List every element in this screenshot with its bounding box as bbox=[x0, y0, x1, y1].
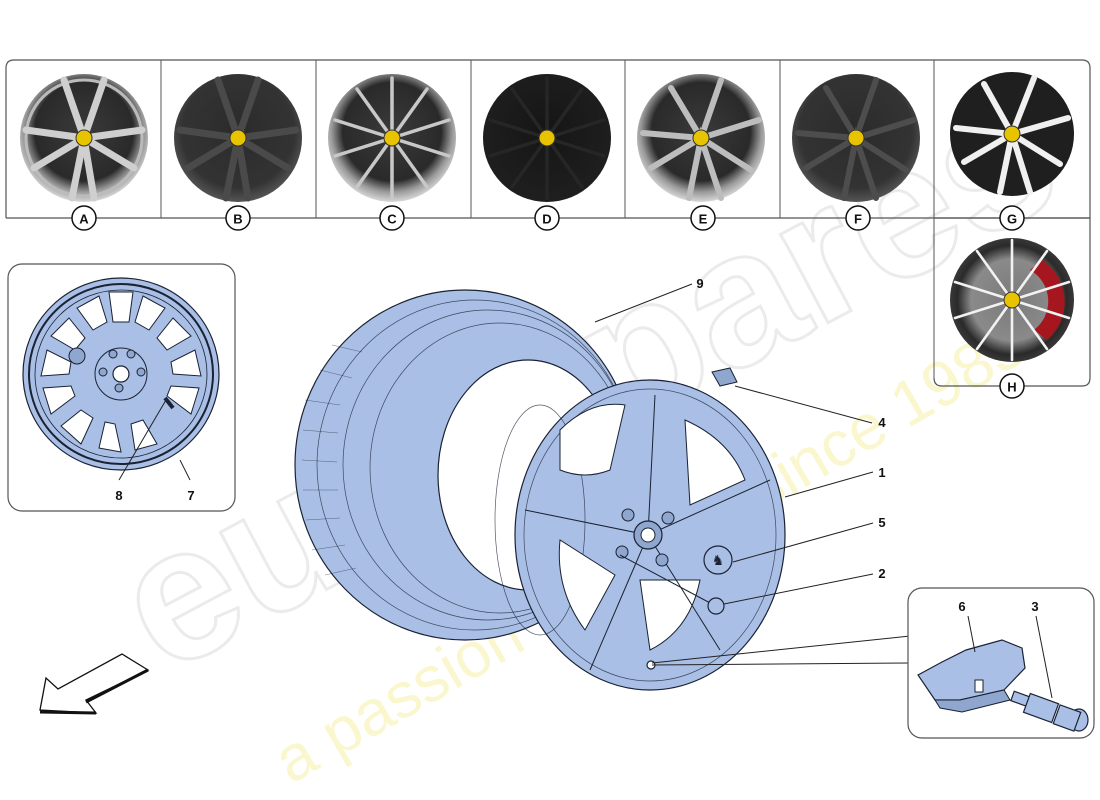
callout-4: 4 bbox=[878, 415, 886, 430]
badge-icon bbox=[692, 129, 710, 147]
wheel-variant-b[interactable] bbox=[174, 74, 302, 202]
wheel-variant-h[interactable] bbox=[950, 238, 1074, 362]
badge-icon bbox=[1003, 125, 1021, 143]
callout-3: 3 bbox=[1031, 599, 1038, 614]
wheel-variant-g[interactable] bbox=[950, 72, 1074, 196]
arrow-down-left-icon bbox=[39, 653, 150, 715]
variant-label-d: D bbox=[534, 205, 560, 231]
balance-weight[interactable] bbox=[711, 367, 738, 387]
wheel-bolt[interactable] bbox=[619, 554, 725, 615]
badge-icon bbox=[538, 129, 556, 147]
callout-7: 7 bbox=[187, 488, 194, 503]
callout-2: 2 bbox=[878, 566, 885, 581]
wheel-variant-e[interactable] bbox=[637, 74, 765, 202]
variant-label-g: G bbox=[999, 205, 1025, 231]
callout-9: 9 bbox=[696, 276, 703, 291]
svg-text:C: C bbox=[387, 212, 397, 227]
tpms-panel: 6 3 bbox=[907, 587, 1095, 739]
svg-text:B: B bbox=[233, 212, 242, 227]
badge-icon bbox=[1003, 291, 1021, 309]
spare-valve[interactable] bbox=[163, 396, 175, 410]
centre-cap[interactable]: ♞ bbox=[703, 545, 733, 575]
wheel-variant-a[interactable] bbox=[20, 74, 148, 202]
wheel-variant-d[interactable] bbox=[483, 74, 611, 202]
svg-text:A: A bbox=[79, 212, 89, 227]
callout-8: 8 bbox=[115, 488, 122, 503]
variant-label-f: F bbox=[845, 205, 871, 231]
callout-1: 1 bbox=[878, 465, 885, 480]
variant-label-e: E bbox=[690, 205, 716, 231]
badge-icon bbox=[75, 129, 93, 147]
variant-label-h: H bbox=[999, 373, 1025, 399]
svg-text:F: F bbox=[854, 212, 862, 227]
spare-wheel-panel: 8 7 bbox=[7, 263, 236, 512]
tpms-sensor[interactable] bbox=[917, 639, 1026, 713]
wheel-variant-c[interactable] bbox=[328, 74, 456, 202]
wheel-variant-f[interactable] bbox=[792, 74, 920, 202]
badge-icon bbox=[847, 129, 865, 147]
valve-stem[interactable] bbox=[1010, 690, 1089, 732]
badge-icon bbox=[383, 129, 401, 147]
variants-panel: A B C D E F G H bbox=[5, 59, 1091, 399]
svg-text:E: E bbox=[699, 212, 708, 227]
svg-text:D: D bbox=[542, 212, 551, 227]
variant-label-a: A bbox=[71, 205, 97, 231]
callout-6: 6 bbox=[958, 599, 965, 614]
brake-caliper bbox=[1030, 260, 1065, 340]
horse-emblem-icon: ♞ bbox=[712, 552, 725, 568]
variant-label-b: B bbox=[225, 205, 251, 231]
callout-5: 5 bbox=[878, 515, 885, 530]
badge-icon bbox=[229, 129, 247, 147]
main-assembly: ♞ 9 4 1 5 2 bbox=[294, 276, 911, 691]
svg-text:H: H bbox=[1007, 380, 1016, 395]
svg-text:G: G bbox=[1007, 212, 1017, 227]
spare-wheel[interactable] bbox=[22, 277, 220, 471]
variant-label-c: C bbox=[379, 205, 405, 231]
